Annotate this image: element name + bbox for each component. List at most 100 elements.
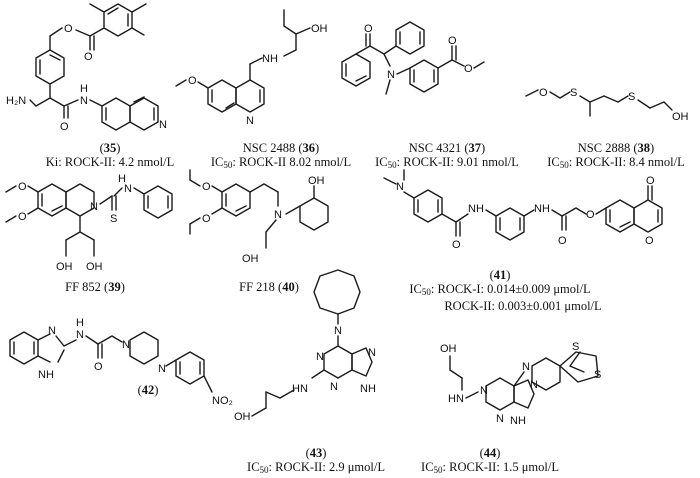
caption-41: (41) IC50: ROCK-I: 0.014±0.009 μmol/L RO…: [380, 268, 620, 313]
atom-o: O: [452, 239, 461, 251]
atom-nh: NH: [360, 383, 376, 395]
compound-code: FF 852: [65, 280, 101, 294]
structure-44: OH HN N N N NH N S S: [440, 341, 601, 427]
atom-n: N: [90, 201, 98, 213]
compound-number: 44: [483, 446, 497, 460]
atom-nh: NH: [38, 369, 54, 381]
atom-nh: NH: [262, 53, 278, 65]
atom-n: N: [522, 361, 530, 373]
structure-39: O O N S H N OH OH: [5, 173, 173, 273]
atom-s: S: [110, 213, 117, 225]
compound-number: 35: [103, 141, 117, 155]
structure-40: O O N OH OH: [189, 169, 329, 265]
atom-n: N: [158, 363, 166, 375]
compound-number: 39: [108, 280, 121, 294]
compound-code: NSC 2488: [242, 141, 296, 155]
caption-38: NSC 2888 (38) IC50: ROCK-II: 8.4 nmol/L: [547, 141, 685, 170]
atom-hn: NH: [468, 203, 484, 215]
atom-nh: NH: [534, 203, 550, 215]
atom-o: O: [448, 35, 457, 47]
caption-36: NSC 2488 (36) IC50: ROCK-II 8.02 nmol/L: [210, 141, 352, 170]
structure-43: N N N N NH HN OH: [234, 269, 376, 423]
atom-nh: HN: [292, 383, 308, 395]
compound-number: 41: [493, 268, 507, 282]
atom-oh: OH: [308, 175, 325, 187]
atom-nme: N: [396, 181, 404, 193]
compound-number: 43: [309, 446, 323, 460]
ic50-label: IC50: [247, 460, 269, 475]
atom-o: O: [202, 181, 211, 193]
atom-n: N: [496, 413, 504, 425]
atom-o: O: [94, 361, 103, 373]
activity-text-rock1: : ROCK-I: 0.014±0.009 μmol/L: [430, 282, 591, 296]
atom-o: O: [60, 121, 69, 133]
atom-n: N: [334, 325, 342, 337]
atom-s: S: [570, 87, 577, 99]
caption-40: FF 218 (40): [239, 280, 299, 294]
atom-n: N: [387, 69, 395, 81]
compound-number: 36: [302, 141, 316, 155]
compound-code: NSC 2888: [577, 141, 631, 155]
atom-oh: OH: [672, 111, 689, 123]
atom-n: N: [80, 95, 88, 107]
atom-o: O: [364, 23, 373, 35]
atom-n: N: [480, 385, 488, 397]
atom-o: O: [18, 181, 27, 193]
atom-o: O: [558, 235, 567, 247]
compound-code: NSC 4321: [408, 141, 462, 155]
atom-n: N: [246, 115, 254, 127]
caption-37: NSC 4321 (37) IC50: ROCK-II: 9.01 nmol/L: [375, 141, 519, 170]
atom-o: O: [202, 213, 211, 225]
atom-h2n: H₂N: [6, 95, 26, 107]
atom-o: O: [539, 87, 548, 99]
atom-o: O: [646, 175, 655, 187]
compound-number: 37: [468, 141, 482, 155]
atom-h: H: [80, 83, 88, 95]
caption-42: (42): [137, 383, 159, 397]
atom-nh: NH: [510, 415, 526, 427]
ic50-label: IC50: [409, 282, 431, 297]
activity-text: : ROCK-II: 8.4 nmol/L: [568, 155, 685, 169]
atom-n: N: [48, 325, 56, 337]
compound-number: 42: [141, 383, 155, 397]
caption-44: (44) IC50: ROCK-II: 1.5 μmol/L: [421, 446, 559, 475]
atom-n: N: [368, 347, 376, 359]
atom-s: S: [628, 91, 635, 103]
atom-s: S: [594, 369, 601, 381]
atom-hn: HN: [448, 393, 464, 405]
structure-42: N NH H N O N N NO₂: [9, 317, 233, 407]
structure-41: N O NH NH O O O O: [383, 169, 663, 251]
ic50-label: IC50: [421, 460, 443, 475]
caption-35: (35) Ki: ROCK-II: 4.2 nmol/L: [45, 141, 175, 169]
activity-text: : ROCK-II: 2.9 μmol/L: [268, 460, 385, 474]
atom-o: O: [84, 51, 93, 63]
structure-38: O S S OH: [525, 87, 689, 123]
compound-number: 40: [282, 280, 295, 294]
atom-n: N: [76, 329, 84, 341]
atom-s: S: [572, 341, 579, 353]
atom-h: H: [118, 173, 126, 185]
atom-n: N: [330, 381, 338, 393]
atom-n: N: [124, 183, 132, 195]
activity-text: Ki: ROCK-II: 4.2 nmol/L: [45, 155, 175, 169]
caption-39: FF 852 (39): [65, 280, 125, 294]
atom-o: O: [464, 63, 473, 75]
activity-text: : ROCK-II: 9.01 nmol/L: [396, 155, 519, 169]
atom-oh: OH: [86, 261, 103, 273]
caption-43: (43) IC50: ROCK-II: 2.9 μmol/L: [247, 446, 385, 475]
atom-no2: NO₂: [212, 395, 233, 407]
atom-n: N: [159, 119, 167, 131]
atom-n: N: [316, 351, 324, 363]
atom-oh: OH: [311, 23, 328, 35]
atom-h: H: [76, 317, 84, 329]
compound-number: 38: [637, 141, 651, 155]
ic50-label: IC50: [547, 155, 569, 170]
activity-text: : ROCK-II 8.02 nmol/L: [232, 155, 352, 169]
compound-code: FF 218: [239, 280, 275, 294]
activity-text-rock2: ROCK-II: 0.003±0.001 μmol/L: [444, 299, 602, 313]
atom-n: N: [530, 379, 538, 391]
structure-37: O N O O: [341, 21, 485, 95]
atom-o: O: [18, 211, 27, 223]
structure-35: O O H₂N O H N N: [6, 3, 167, 133]
